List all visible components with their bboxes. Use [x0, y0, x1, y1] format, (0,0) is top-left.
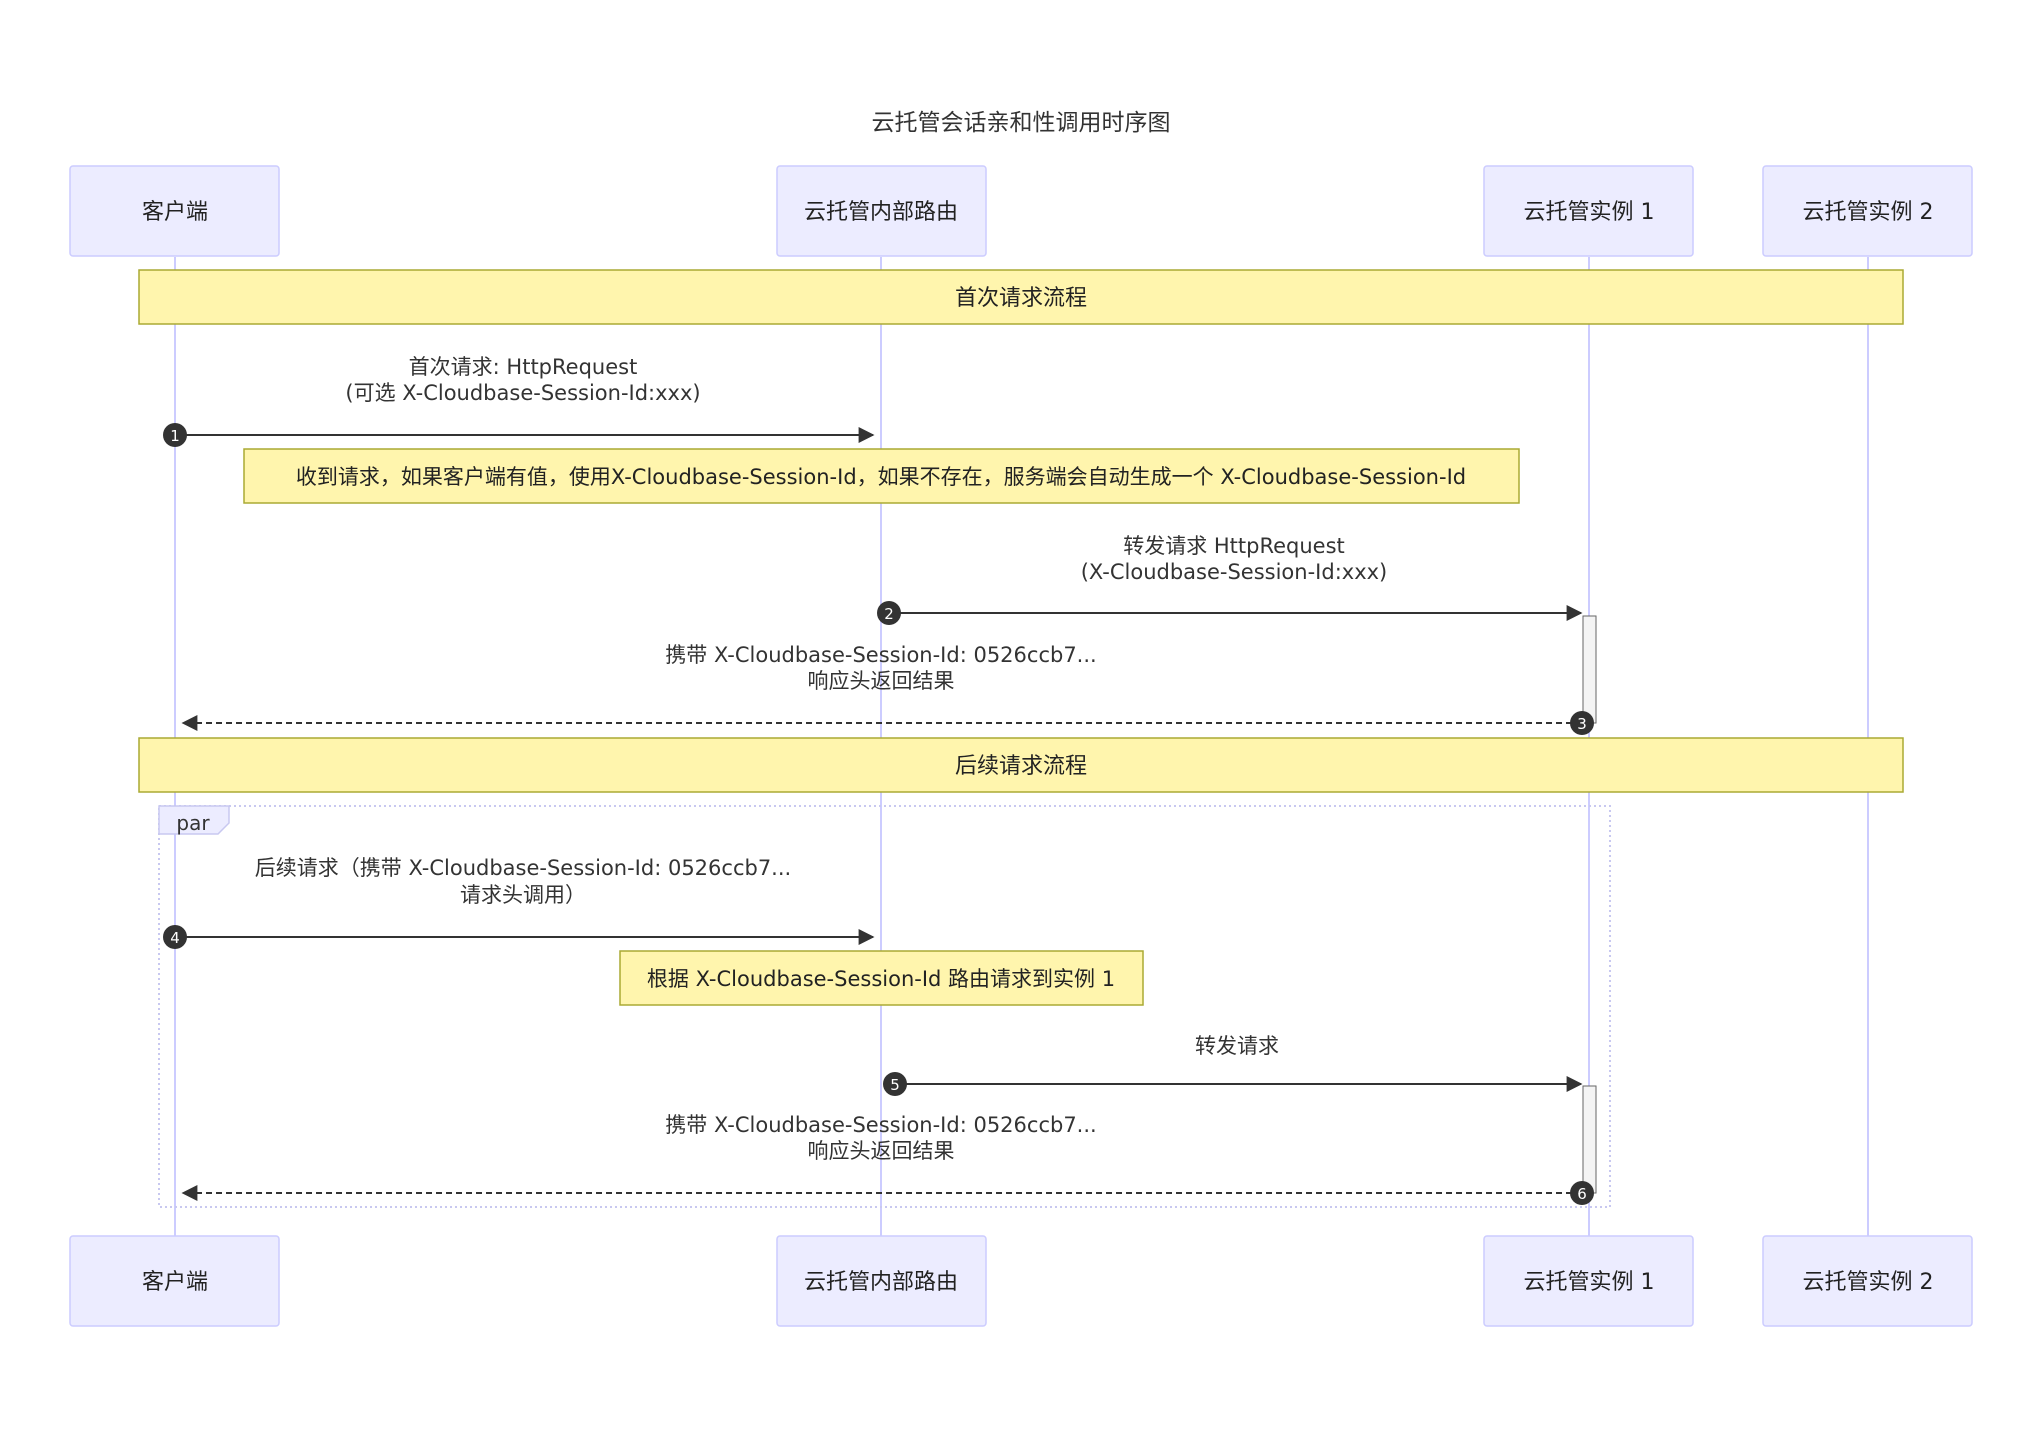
- actor-box-client-top[interactable]: [69, 165, 280, 257]
- sequence-number-6: 6: [1577, 1185, 1587, 1203]
- note-route-to-instance: [619, 950, 1144, 1006]
- sequence-number-6-badge: [1570, 1181, 1594, 1205]
- sequence-number-2-badge: [877, 601, 901, 625]
- section-follow-request: [138, 737, 1904, 793]
- message-3-label-line1: 携带 X-Cloudbase-Session-Id: 0526ccb7...: [665, 643, 1096, 667]
- actor-label-client-bottom: 客户端: [142, 1270, 208, 1295]
- sequence-number-3-badge: [1570, 711, 1594, 735]
- section-follow-request-label: 后续请求流程: [955, 754, 1087, 779]
- actor-box-router-top[interactable]: [776, 165, 987, 257]
- actor-box-inst1-top[interactable]: [1483, 165, 1694, 257]
- actor-label-inst1-top: 云托管实例 1: [1524, 200, 1655, 225]
- note-route-to-instance-text: 根据 X-Cloudbase-Session-Id 路由请求到实例 1: [647, 967, 1115, 991]
- message-4-label-line1: 后续请求（携带 X-Cloudbase-Session-Id: 0526ccb7…: [255, 856, 791, 880]
- message-4-label-line2: 请求头调用）: [460, 883, 586, 907]
- sequence-number-2: 2: [884, 605, 894, 623]
- sequence-number-4: 4: [170, 929, 180, 947]
- message-3-label-line2: 响应头返回结果: [808, 669, 955, 693]
- sequence-number-1-badge: [163, 423, 187, 447]
- actors-bottom: 客户端 云托管内部路由 云托管实例 1 云托管实例 2: [69, 1235, 1973, 1327]
- diagram-title: 云托管会话亲和性调用时序图: [872, 110, 1171, 136]
- par-label-tab: [158, 805, 230, 835]
- section-first-request-label: 首次请求流程: [955, 286, 1087, 311]
- message-2-label-line2: (X-Cloudbase-Session-Id:xxx): [1081, 560, 1388, 584]
- actor-box-inst2-top[interactable]: [1762, 165, 1973, 257]
- activation-inst1-follow: [1582, 1085, 1597, 1194]
- actor-box-inst1-bottom[interactable]: [1483, 1235, 1694, 1327]
- actor-label-inst2-top: 云托管实例 2: [1803, 200, 1934, 225]
- actor-label-inst2-bottom: 云托管实例 2: [1803, 1270, 1934, 1295]
- sequence-number-5-badge: [883, 1072, 907, 1096]
- actor-label-router-bottom: 云托管内部路由: [804, 1270, 958, 1295]
- sequence-number-4-badge: [163, 925, 187, 949]
- section-first-request: [138, 269, 1904, 325]
- note-session-id: [243, 448, 1520, 504]
- message-1-label-line1: 首次请求: HttpRequest: [409, 355, 638, 379]
- message-6-label-line2: 响应头返回结果: [808, 1139, 955, 1163]
- actor-label-client-top: 客户端: [142, 200, 208, 225]
- message-2-label-line1: 转发请求 HttpRequest: [1123, 534, 1345, 558]
- actor-box-router-bottom[interactable]: [776, 1235, 987, 1327]
- activation-inst1-first: [1582, 615, 1597, 724]
- actor-box-client-bottom[interactable]: [69, 1235, 280, 1327]
- actor-box-inst2-bottom[interactable]: [1762, 1235, 1973, 1327]
- sequence-number-1: 1: [170, 427, 180, 445]
- sequence-number-5: 5: [890, 1076, 900, 1094]
- actors-top: 客户端 云托管内部路由 云托管实例 1 云托管实例 2: [69, 165, 1973, 257]
- message-5-label: 转发请求: [1195, 1034, 1279, 1058]
- par-label: par: [176, 811, 210, 835]
- actor-label-router-top: 云托管内部路由: [804, 200, 958, 225]
- message-6-label-line1: 携带 X-Cloudbase-Session-Id: 0526ccb7...: [665, 1113, 1096, 1137]
- sequence-number-3: 3: [1577, 715, 1587, 733]
- message-1-label-line2: (可选 X-Cloudbase-Session-Id:xxx): [345, 381, 700, 405]
- note-session-id-text: 收到请求，如果客户端有值，使用X-Cloudbase-Session-Id，如果…: [296, 465, 1466, 489]
- actor-label-inst1-bottom: 云托管实例 1: [1524, 1270, 1655, 1295]
- par-frame: [158, 805, 1611, 1208]
